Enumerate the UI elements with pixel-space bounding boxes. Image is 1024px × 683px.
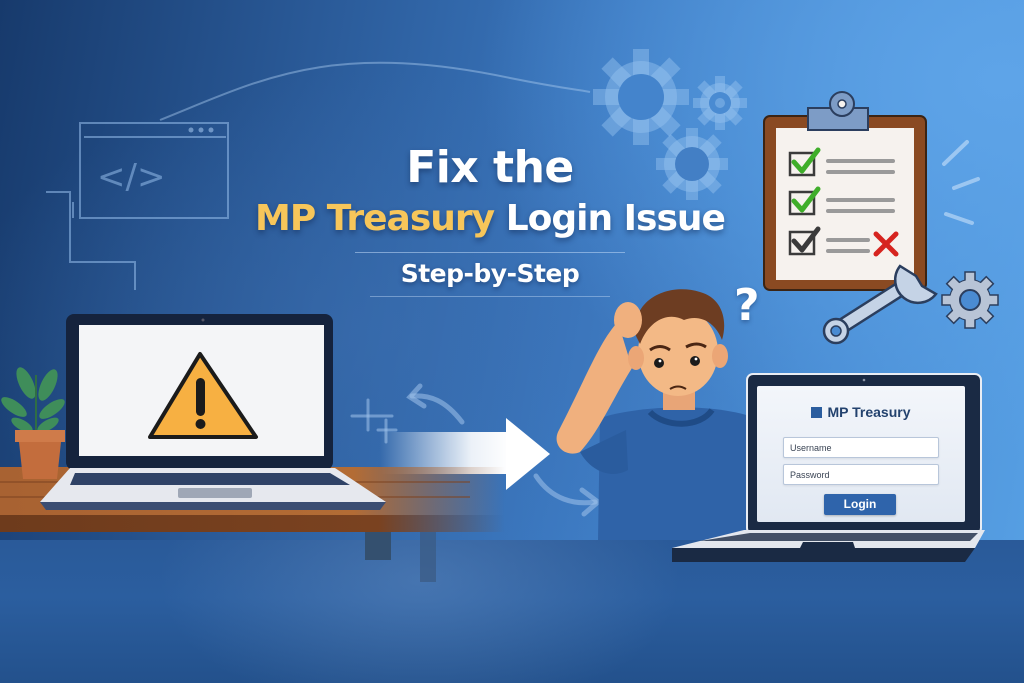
headline: Fix the MP Treasury Login Issue Step-by-… [200,140,780,297]
brand-name: MP Treasury [827,404,911,420]
title-line-2: MP Treasury Login Issue [200,194,780,244]
subtitle: Step-by-Step [400,259,580,288]
floor-background [0,540,1024,683]
gears-icon [593,49,747,200]
check-icon [791,186,821,213]
code-glyph: </> [97,157,165,197]
login-brand: MP Treasury [757,404,965,420]
title-line-1: Fix the [406,142,574,193]
login-form: MP Treasury Username Password Login [757,386,965,522]
warning-icon [148,352,258,439]
title-divider [355,252,625,253]
x-mark-icon [873,231,899,257]
gear-icon [941,271,999,329]
brand-logo-icon [811,407,823,418]
title-rest: Login Issue [505,198,726,239]
wrench-icon [822,264,938,345]
plant-icon [1,367,65,479]
login-button[interactable]: Login [824,494,896,515]
code-window-icon [46,122,229,290]
password-input[interactable]: Password [783,464,939,485]
username-input[interactable]: Username [783,437,939,458]
title-highlight: MP Treasury [255,198,495,239]
check-icon [791,147,821,174]
subtitle-divider [370,296,610,297]
question-mark-icon: ? [734,280,760,331]
